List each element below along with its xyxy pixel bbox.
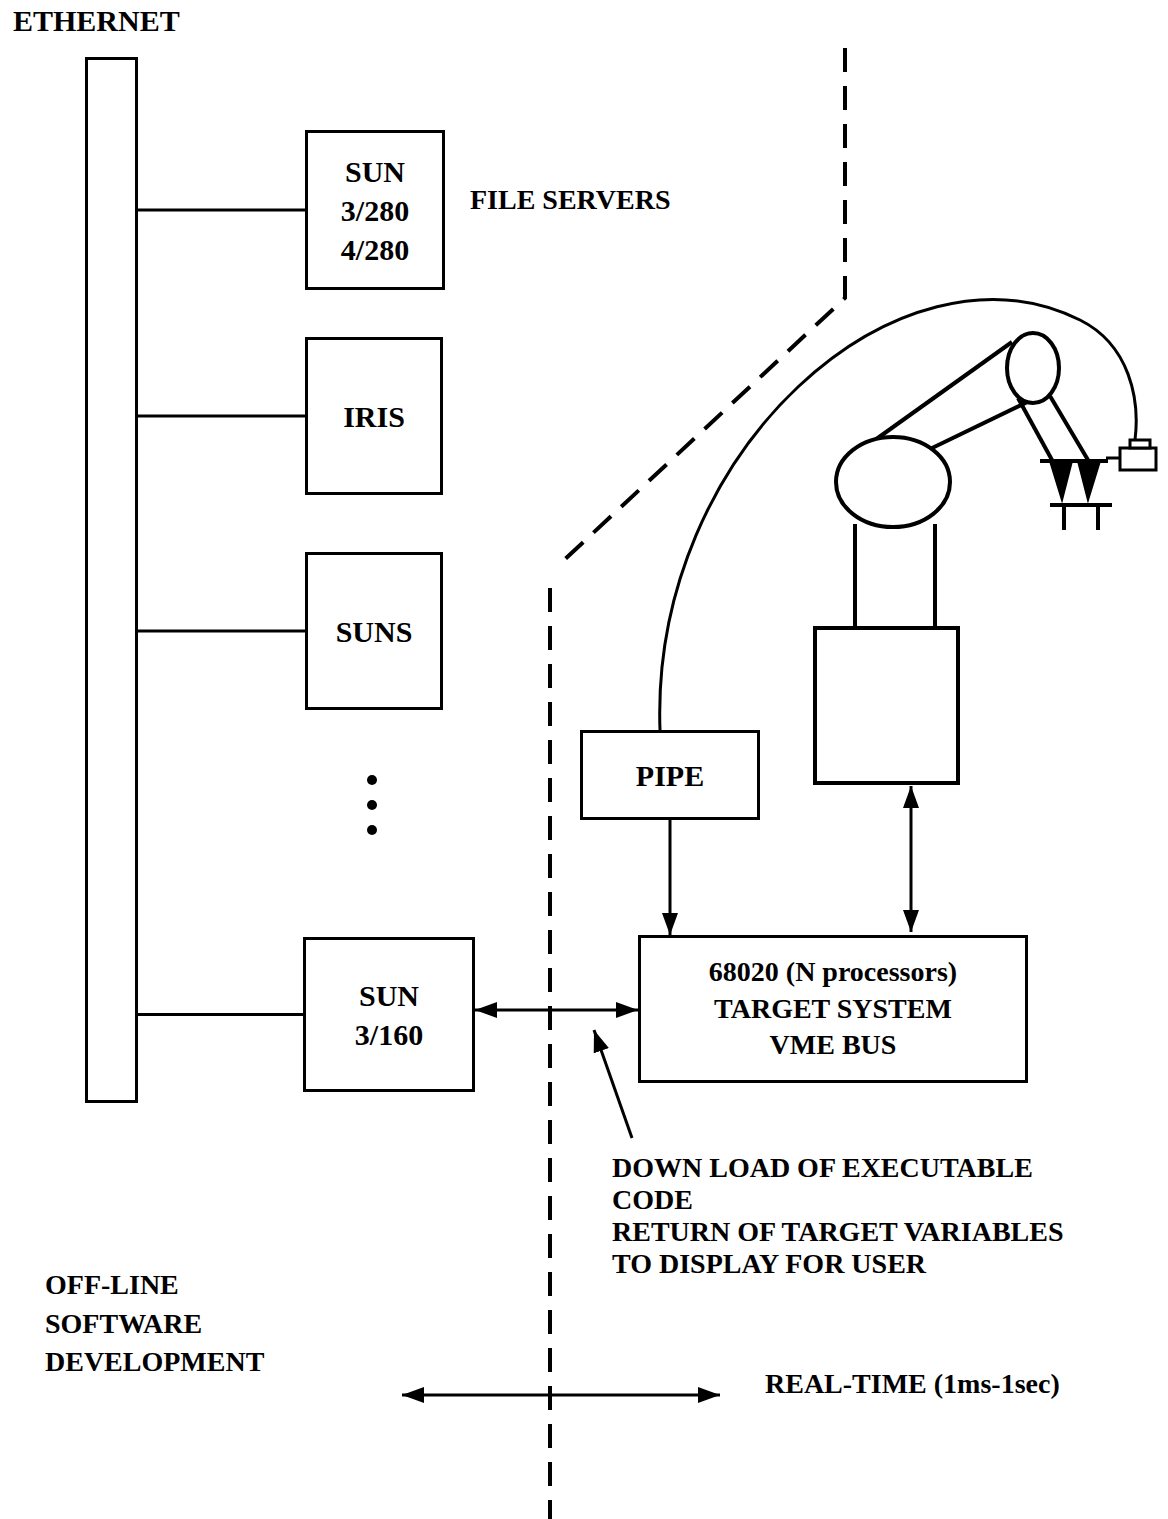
camera [1120,448,1156,470]
bus-arrow [910,786,913,932]
workstation-box: IRIS [305,337,443,495]
robot-base [815,628,958,783]
box-text: 68020 (N processors) TARGET SYSTEM VME B… [698,954,968,1063]
gripper-leg [1062,505,1066,530]
robot-elbow [1007,333,1059,403]
boundary-line [550,48,845,1519]
span-arrow [402,1394,720,1397]
host-box: SUN 3/160 [303,937,475,1092]
region-label: OFF-LINE SOFTWARE DEVELOPMENT [45,1266,305,1382]
camera [1130,440,1150,448]
server-box: SUN 3/280 4/280 [305,130,445,290]
connector [669,820,672,935]
upper-arm [868,342,1012,445]
box-text: SUN 3/160 [355,976,423,1054]
gripper-leg [1096,505,1100,530]
connector [138,630,305,633]
dot [367,800,377,810]
connector [138,415,305,418]
workstation-box: SUNS [305,552,443,710]
forearm [1018,398,1052,460]
box-text: SUNS [336,612,413,651]
continuation-dots [367,775,377,835]
ethernet-bus: ETHERNET [85,57,138,1103]
note-text: DOWN LOAD OF EXECUTABLE CODE [612,1152,1072,1216]
dot [367,775,377,785]
dot [367,825,377,835]
box-text: IRIS [343,397,405,436]
leader-arrow [594,1030,632,1138]
forearm [1050,396,1088,460]
gripper [1050,503,1112,507]
connector [138,209,305,212]
connector [138,1013,303,1016]
note-text: RETURN OF TARGET VARIABLES TO DISPLAY FO… [612,1216,1092,1280]
gripper-finger [1050,461,1100,500]
robot-column [853,524,857,628]
pipe-box: PIPE [580,730,760,820]
target-box: 68020 (N processors) TARGET SYSTEM VME B… [638,935,1028,1083]
robot-column [933,524,937,628]
connector [475,1009,638,1012]
robot-shoulder [836,437,950,527]
group-label: FILE SERVERS [470,184,671,216]
region-label: REAL-TIME (1ms-1sec) [765,1368,1060,1400]
box-text: SUN 3/280 4/280 [341,152,409,269]
bus-heading: ETHERNET [13,4,180,38]
camera-mount [1106,457,1120,460]
robot-arm [402,48,1156,1519]
box-text: PIPE [636,756,704,795]
